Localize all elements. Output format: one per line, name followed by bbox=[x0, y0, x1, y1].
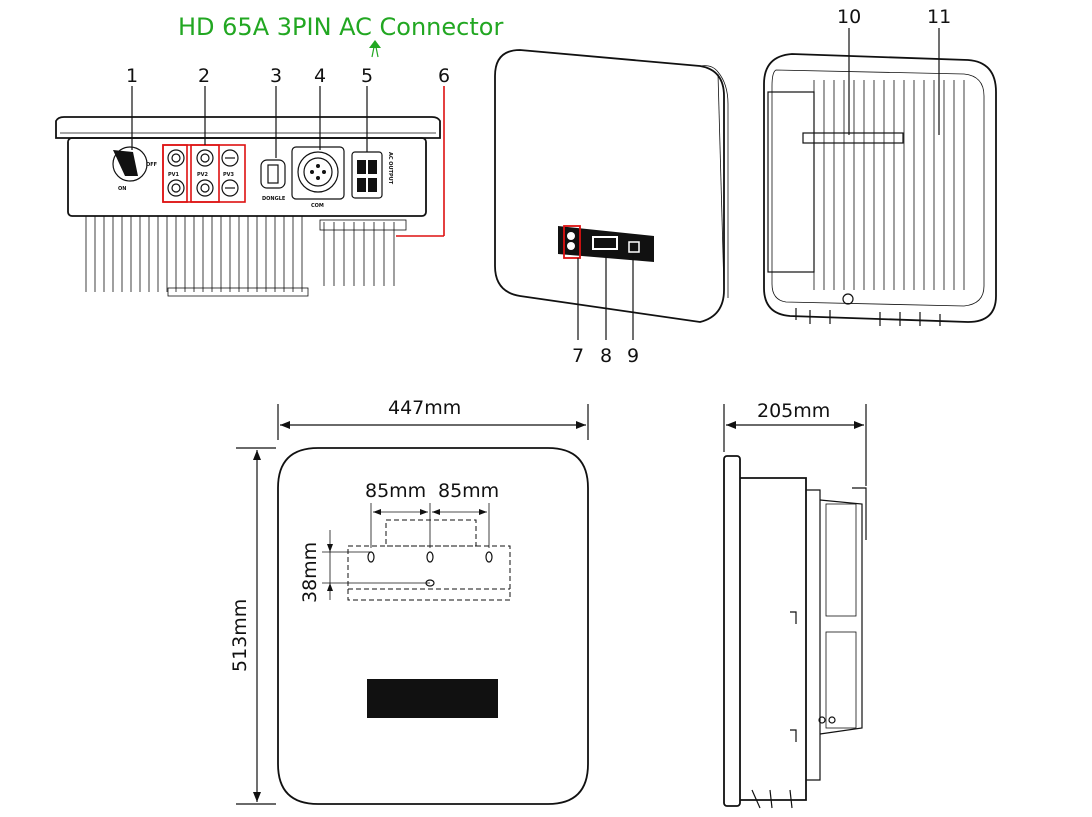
svg-text:ON: ON bbox=[118, 186, 126, 192]
pv-connectors: PV1 PV2 PV3 bbox=[167, 149, 239, 197]
bottom-view: OFF ON PV1 PV2 PV3 DONGLE bbox=[55, 86, 445, 297]
callout-3: 3 bbox=[270, 65, 282, 87]
svg-text:PV3: PV3 bbox=[223, 172, 235, 178]
callout-8: 8 bbox=[600, 345, 612, 367]
side-dimension-view bbox=[723, 404, 867, 809]
callout-5: 5 bbox=[361, 65, 373, 87]
svg-text:AC OUTPUT: AC OUTPUT bbox=[387, 152, 393, 185]
dim-hole-spacing-1: 85mm bbox=[365, 480, 426, 502]
dc-switch: OFF ON bbox=[112, 146, 157, 192]
dim-width: 447mm bbox=[388, 397, 461, 419]
svg-text:DONGLE: DONGLE bbox=[262, 196, 286, 202]
dongle-port: DONGLE bbox=[260, 159, 286, 202]
dim-depth: 205mm bbox=[757, 400, 830, 422]
callout-1: 1 bbox=[126, 65, 138, 87]
svg-text:PV1: PV1 bbox=[168, 172, 180, 178]
ac-output-port: AC OUTPUT bbox=[351, 151, 393, 199]
front-display-rect bbox=[367, 679, 498, 718]
callout-numbers: 1 2 3 4 5 6 7 8 9 10 11 bbox=[126, 6, 951, 367]
dimension-labels: 447mm 205mm 85mm 85mm 513mm 38mm bbox=[229, 397, 830, 672]
front-perspective-view bbox=[494, 49, 729, 340]
front-dimension-view bbox=[236, 404, 589, 805]
callout-4: 4 bbox=[314, 65, 326, 87]
dim-hole-vertical: 38mm bbox=[299, 542, 321, 603]
svg-text:COM: COM bbox=[311, 203, 324, 209]
svg-text:PV2: PV2 bbox=[197, 172, 209, 178]
title-arrowhead-icon bbox=[369, 40, 381, 48]
callout-2: 2 bbox=[198, 65, 210, 87]
callout-10: 10 bbox=[837, 6, 861, 28]
callout-6: 6 bbox=[438, 65, 450, 87]
bottom-callout-lines bbox=[131, 86, 368, 158]
front-display-panel bbox=[558, 226, 654, 262]
dim-height: 513mm bbox=[229, 599, 251, 672]
callout-11: 11 bbox=[927, 6, 951, 28]
dim-hole-spacing-2: 85mm bbox=[438, 480, 499, 502]
led-highlight-box bbox=[563, 225, 581, 259]
highlight-pv-group bbox=[162, 144, 246, 203]
callout-7: 7 bbox=[572, 345, 584, 367]
com-port: COM bbox=[291, 146, 345, 209]
callout-9: 9 bbox=[627, 345, 639, 367]
heatsink-fins bbox=[85, 216, 407, 297]
connector-title: HD 65A 3PIN AC Connector bbox=[178, 13, 503, 41]
svg-text:OFF: OFF bbox=[146, 162, 157, 168]
rear-perspective-view bbox=[763, 28, 997, 326]
